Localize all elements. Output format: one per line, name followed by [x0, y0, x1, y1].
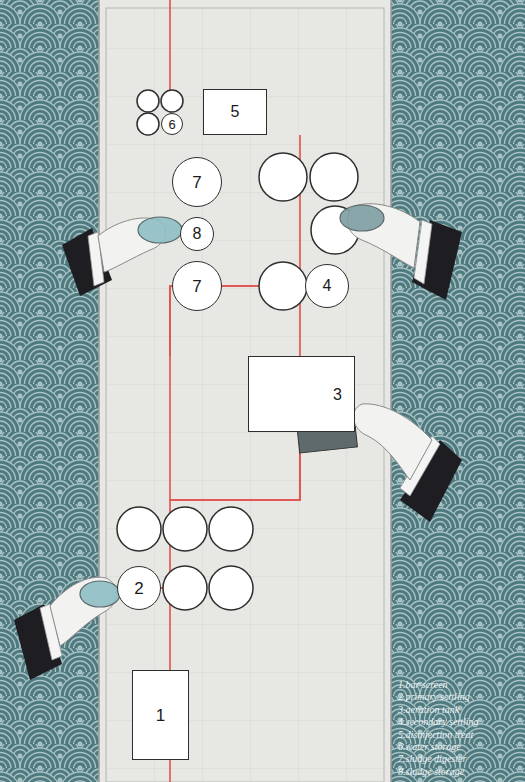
- settling-tank: 2: [117, 566, 161, 610]
- legend-note: 6.water storage: [398, 742, 461, 752]
- callout-number: 7: [192, 174, 201, 191]
- hand-with-dish: [14, 577, 120, 680]
- callout-number: 1: [156, 707, 165, 724]
- settling-tank: [163, 566, 207, 610]
- storage-tank: [137, 90, 159, 112]
- screen-box: 1: [132, 670, 189, 760]
- plain-tanks: [117, 90, 359, 610]
- hand-with-dish: [62, 217, 182, 296]
- site-panel: [99, 0, 391, 782]
- callout-number: 8: [193, 226, 202, 242]
- sleeve: [412, 220, 462, 300]
- legend-note: 7.sludge digester: [398, 754, 466, 764]
- legend-note: 5.disinfection treat: [398, 730, 473, 740]
- settling-tank: [117, 507, 161, 551]
- petri-dish: [138, 217, 182, 243]
- callout-number: 4: [323, 278, 332, 294]
- callout-number: 6: [168, 118, 175, 131]
- legend-note: 8.sludge storage: [398, 767, 464, 777]
- digester-tank: 7: [172, 157, 222, 207]
- site-grid: [106, 8, 384, 782]
- settling-tank: 4: [305, 264, 349, 308]
- storage-tank: 8: [180, 217, 214, 251]
- callout-number: 7: [192, 278, 201, 295]
- storage-tank: [161, 90, 183, 112]
- digester-tank: 7: [172, 261, 222, 311]
- legend-note: 4.secondary settling: [398, 717, 479, 727]
- settling-tank: [310, 153, 358, 201]
- settling-tank: [163, 507, 207, 551]
- storage-tank: [137, 113, 159, 135]
- legend-note: 1.bar screen: [398, 680, 448, 690]
- storage-tank: 6: [161, 113, 183, 135]
- callout-number: 5: [231, 104, 240, 120]
- petri-dish: [340, 205, 384, 231]
- petri-dish: [80, 581, 120, 607]
- callout-number: 3: [333, 387, 342, 403]
- flow-line: [161, 432, 300, 588]
- settling-tank: [259, 262, 307, 310]
- settling-tank: [259, 153, 307, 201]
- hand: [353, 404, 432, 480]
- legend-note: 3.aeration tank: [398, 705, 459, 715]
- hand-with-dish: [340, 204, 462, 300]
- legend-note: 2.primary settling: [398, 692, 470, 702]
- callout-number: 2: [134, 580, 143, 597]
- settling-tank: [209, 507, 253, 551]
- disinfection-box: 5: [203, 89, 267, 135]
- settling-tank: [209, 566, 253, 610]
- aeration-box: 3: [248, 356, 355, 432]
